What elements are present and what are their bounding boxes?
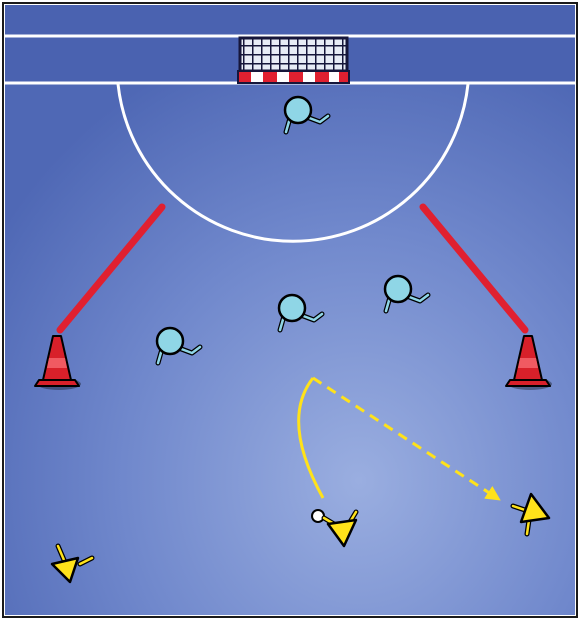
goal-net-icon [238,38,349,83]
ball-icon [312,510,324,522]
